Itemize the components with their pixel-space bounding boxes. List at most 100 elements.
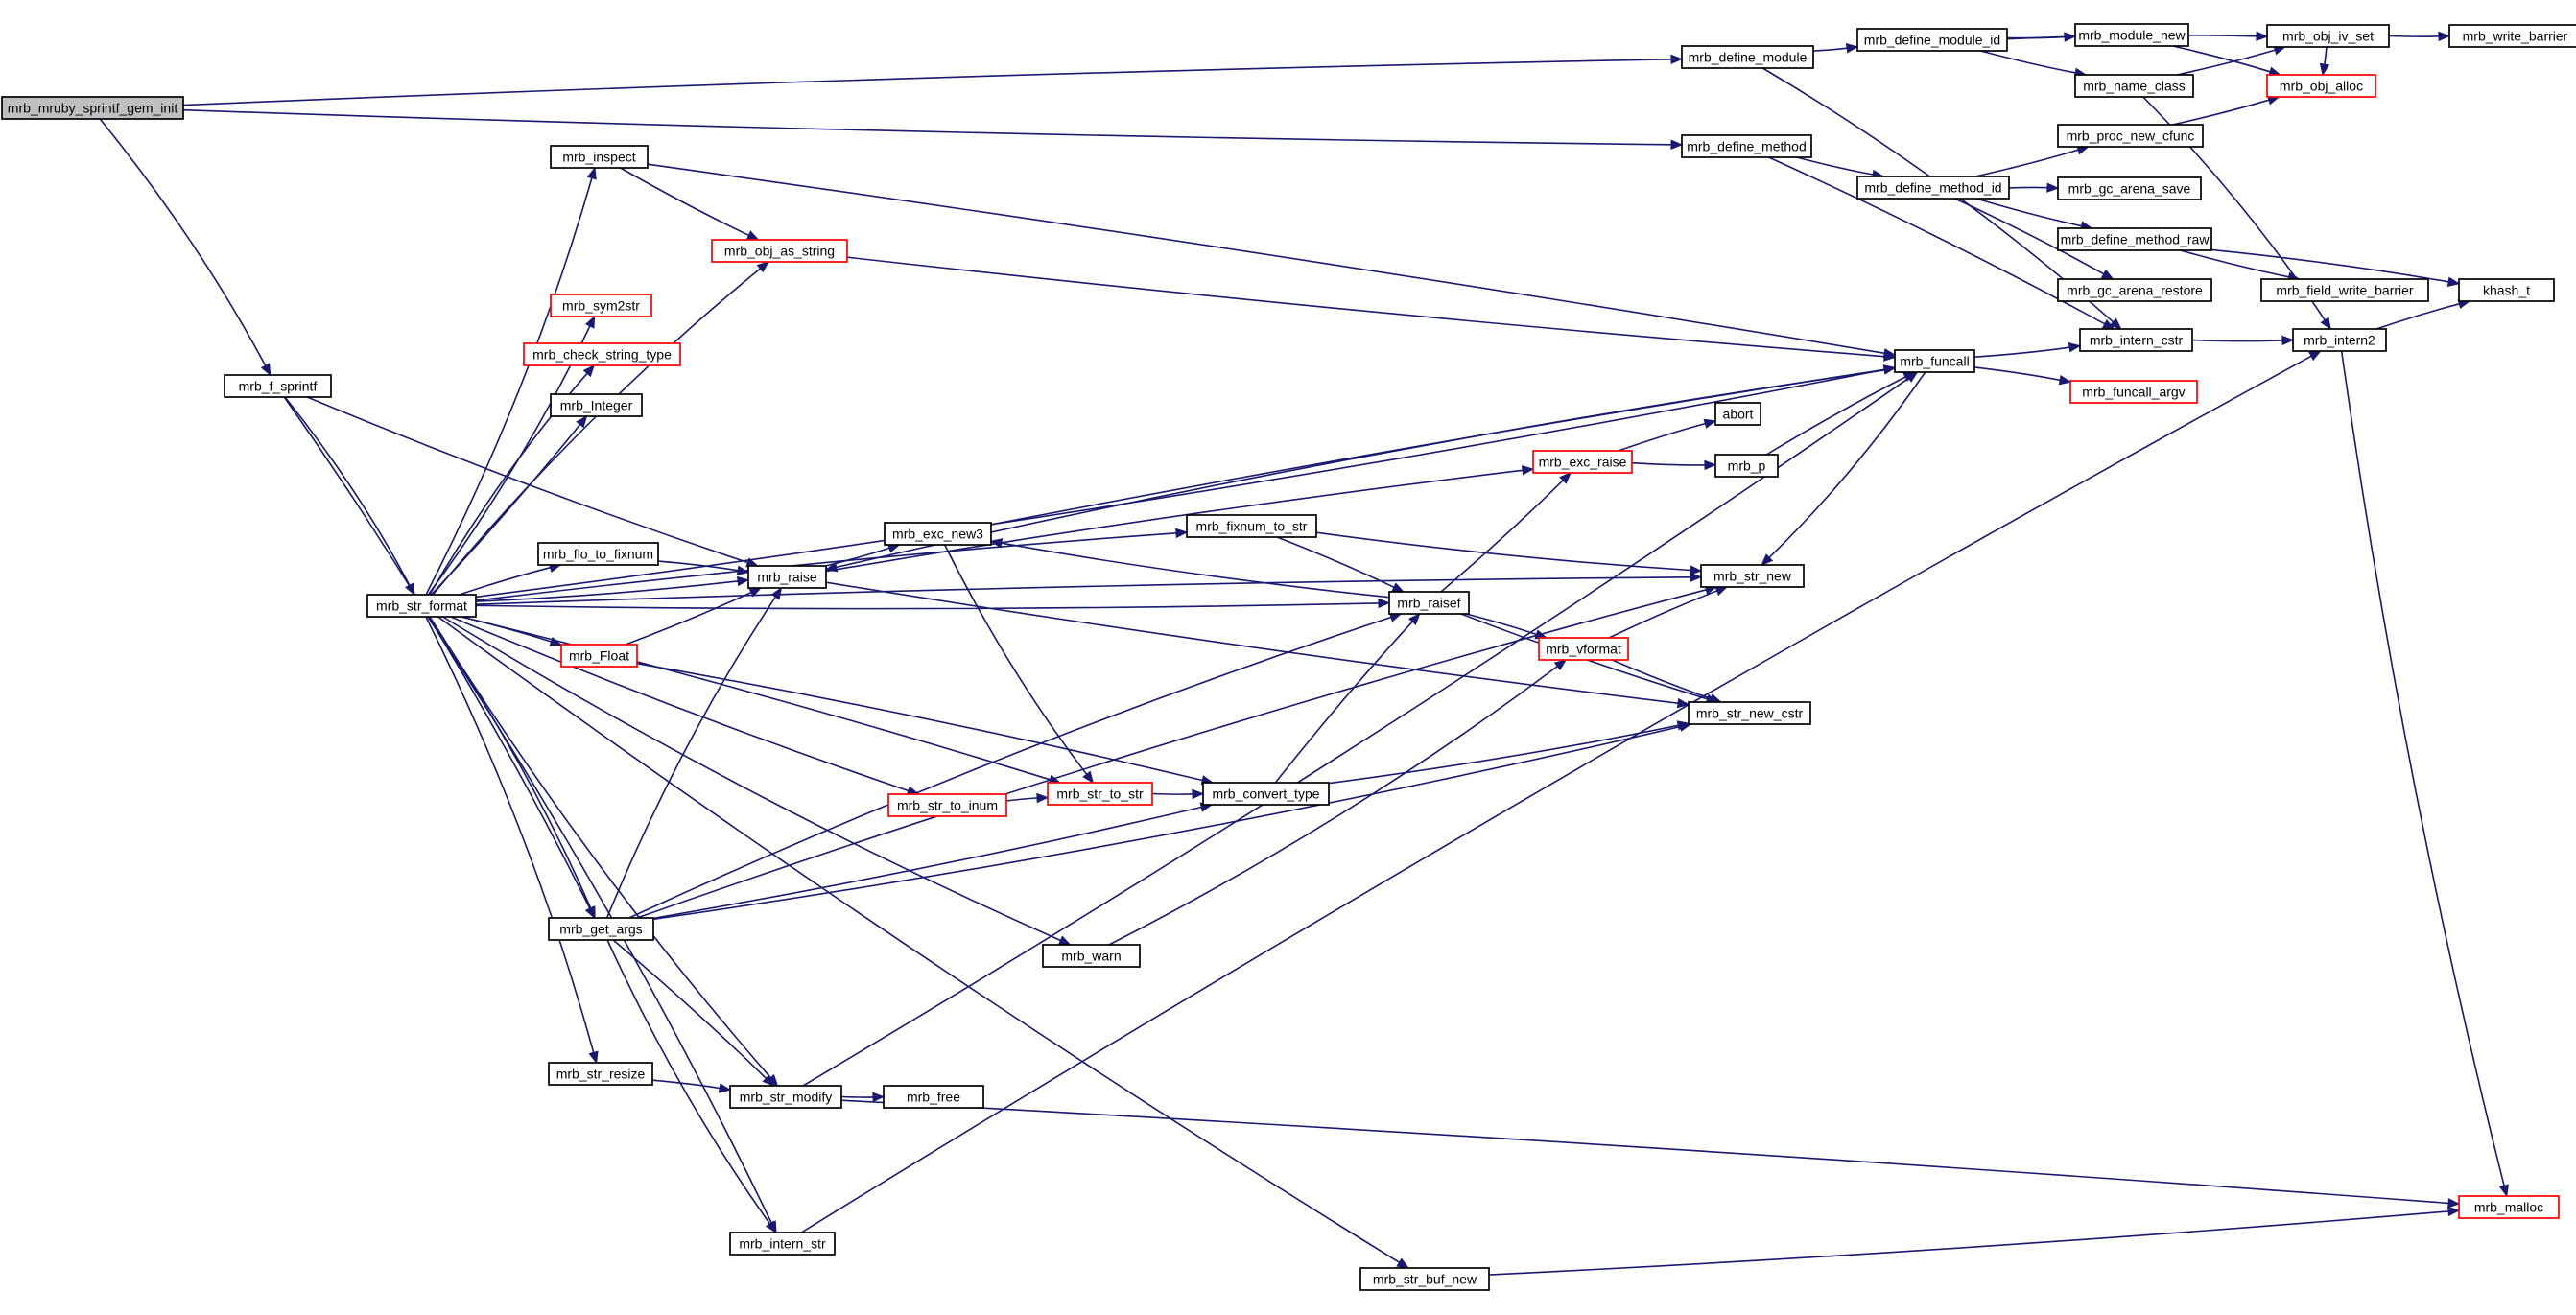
node-str-new-cstr[interactable]: mrb_str_new_cstr <box>1688 701 1811 725</box>
node-box[interactable] <box>2074 23 2189 47</box>
node-box[interactable] <box>1681 45 1814 69</box>
node-box[interactable] <box>1856 176 2010 200</box>
node-box[interactable] <box>1681 134 1812 158</box>
node-box[interactable] <box>1700 564 1805 588</box>
node-box[interactable] <box>2069 380 2198 404</box>
node-box[interactable] <box>550 294 652 317</box>
node-box[interactable] <box>1532 450 1633 474</box>
node-box[interactable] <box>1714 454 1779 478</box>
node-box[interactable] <box>2057 227 2212 251</box>
node-box[interactable] <box>2458 1195 2560 1219</box>
node-box[interactable] <box>2260 278 2429 302</box>
node-box[interactable] <box>1388 591 1470 615</box>
node-box[interactable] <box>523 342 681 366</box>
node-inspect[interactable]: mrb_inspect <box>550 145 649 169</box>
node-define-module-id[interactable]: mrb_define_module_id <box>1856 28 2008 52</box>
node-str-resize[interactable]: mrb_str_resize <box>548 1062 653 1086</box>
node-box[interactable] <box>2057 278 2212 302</box>
node-field-write-barrier[interactable]: mrb_field_write_barrier <box>2260 278 2429 302</box>
node-write-barrier[interactable]: mrb_write_barrier <box>2448 24 2576 48</box>
node-gc-arena-save[interactable]: mrb_gc_arena_save <box>2057 176 2202 200</box>
node-box[interactable] <box>1688 701 1811 725</box>
node-box[interactable] <box>2292 328 2387 352</box>
node-name-class[interactable]: mrb_name_class <box>2074 74 2194 98</box>
node-box[interactable] <box>1856 28 2008 52</box>
node-define-method[interactable]: mrb_define_method <box>1681 134 1812 158</box>
node-mrb-p[interactable]: mrb_p <box>1714 454 1779 478</box>
node-proc-new-cfunc[interactable]: mrb_proc_new_cfunc <box>2057 124 2204 148</box>
node-box[interactable] <box>1894 349 1975 373</box>
node-box[interactable] <box>2057 124 2204 148</box>
node-free[interactable]: mrb_free <box>883 1085 984 1109</box>
node-box[interactable] <box>1 96 184 120</box>
node-box[interactable] <box>2458 278 2555 302</box>
node-str-to-inum[interactable]: mrb_str_to_inum <box>887 793 1007 817</box>
node-intern2[interactable]: mrb_intern2 <box>2292 328 2387 352</box>
node-box[interactable] <box>747 565 827 589</box>
node-gc-arena-restore[interactable]: mrb_gc_arena_restore <box>2057 278 2212 302</box>
node-define-method-id[interactable]: mrb_define_method_id <box>1856 176 2010 200</box>
node-obj-alloc[interactable]: mrb_obj_alloc <box>2266 74 2376 98</box>
node-float[interactable]: mrb_Float <box>560 644 638 668</box>
node-box[interactable] <box>887 793 1007 817</box>
node-raisef[interactable]: mrb_raisef <box>1388 591 1470 615</box>
node-box[interactable] <box>711 239 848 263</box>
node-box[interactable] <box>2266 74 2376 98</box>
node-exc-new3[interactable]: mrb_exc_new3 <box>884 522 992 546</box>
node-vformat[interactable]: mrb_vformat <box>1538 637 1629 661</box>
node-sprintf[interactable]: mrb_f_sprintf <box>224 374 332 398</box>
node-malloc[interactable]: mrb_malloc <box>2458 1195 2560 1219</box>
node-get-args[interactable]: mrb_get_args <box>548 917 654 941</box>
node-obj-as-string[interactable]: mrb_obj_as_string <box>711 239 848 263</box>
node-convert-type[interactable]: mrb_convert_type <box>1202 782 1330 806</box>
node-intern-cstr[interactable]: mrb_intern_cstr <box>2079 328 2193 352</box>
node-box[interactable] <box>1042 944 1141 968</box>
node-box[interactable] <box>1538 637 1629 661</box>
node-box[interactable] <box>366 594 477 618</box>
node-box[interactable] <box>548 917 654 941</box>
node-format[interactable]: mrb_str_format <box>366 594 477 618</box>
node-box[interactable] <box>2266 24 2390 48</box>
node-str-buf-new[interactable]: mrb_str_buf_new <box>1359 1267 1490 1291</box>
node-sym2str[interactable]: mrb_sym2str <box>550 294 652 317</box>
node-box[interactable] <box>729 1085 842 1109</box>
node-box[interactable] <box>2448 24 2576 48</box>
node-box[interactable] <box>2074 74 2194 98</box>
node-str-new[interactable]: mrb_str_new <box>1700 564 1805 588</box>
node-box[interactable] <box>550 393 643 417</box>
node-init[interactable]: mrb_mruby_sprintf_gem_init <box>1 96 184 120</box>
node-box[interactable] <box>729 1232 836 1256</box>
node-integer[interactable]: mrb_Integer <box>550 393 643 417</box>
node-intern-str[interactable]: mrb_intern_str <box>729 1232 836 1256</box>
node-box[interactable] <box>1202 782 1330 806</box>
node-box[interactable] <box>1714 402 1761 426</box>
node-check-string-type[interactable]: mrb_check_string_type <box>523 342 681 366</box>
node-khash-t[interactable]: khash_t <box>2458 278 2555 302</box>
node-box[interactable] <box>2079 328 2193 352</box>
node-box[interactable] <box>1047 782 1153 806</box>
node-define-method-raw[interactable]: mrb_define_method_raw <box>2057 227 2212 251</box>
node-warn[interactable]: mrb_warn <box>1042 944 1141 968</box>
node-box[interactable] <box>884 522 992 546</box>
node-fixnum-to-str[interactable]: mrb_fixnum_to_str <box>1186 514 1317 538</box>
node-str-modify[interactable]: mrb_str_modify <box>729 1085 842 1109</box>
node-funcall-argv[interactable]: mrb_funcall_argv <box>2069 380 2198 404</box>
node-box[interactable] <box>560 644 638 668</box>
node-obj-iv-set[interactable]: mrb_obj_iv_set <box>2266 24 2390 48</box>
node-box[interactable] <box>548 1062 653 1086</box>
node-box[interactable] <box>1359 1267 1490 1291</box>
node-box[interactable] <box>1186 514 1317 538</box>
node-raise[interactable]: mrb_raise <box>747 565 827 589</box>
node-box[interactable] <box>2057 176 2202 200</box>
node-exc-raise[interactable]: mrb_exc_raise <box>1532 450 1633 474</box>
node-funcall[interactable]: mrb_funcall <box>1894 349 1975 373</box>
node-flo-to-fixnum[interactable]: mrb_flo_to_fixnum <box>537 542 659 566</box>
node-module-new[interactable]: mrb_module_new <box>2074 23 2189 47</box>
node-box[interactable] <box>550 145 649 169</box>
node-abort[interactable]: abort <box>1714 402 1761 426</box>
node-define-module[interactable]: mrb_define_module <box>1681 45 1814 69</box>
node-box[interactable] <box>537 542 659 566</box>
node-box[interactable] <box>883 1085 984 1109</box>
node-str-to-str[interactable]: mrb_str_to_str <box>1047 782 1153 806</box>
node-box[interactable] <box>224 374 332 398</box>
